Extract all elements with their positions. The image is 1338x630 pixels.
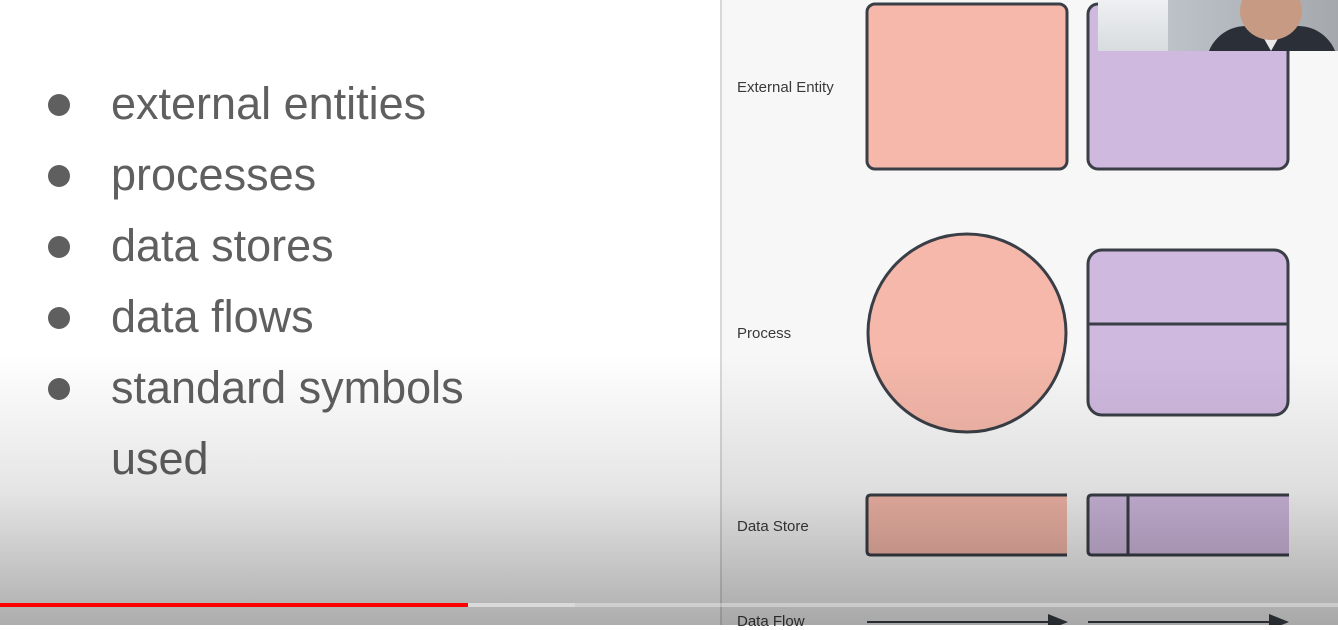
bullet-icon [48,378,70,400]
bullet-text: used [111,433,209,484]
process-circle-symbol [866,232,1068,434]
data-store-label: Data Store [737,518,809,535]
bullet-icon [48,165,70,187]
webcam-feed-icon [1098,0,1338,51]
external-entity-label: External Entity [737,79,834,96]
bullet-text: data stores [111,220,334,271]
bullet-text: processes [111,149,317,200]
process-rounded-rect-symbol [1086,248,1290,417]
data-store-split-rect-symbol [1086,493,1289,557]
video-progress-bar[interactable] [0,603,1338,607]
process-label: Process [737,325,792,342]
slide-text-panel: external entities processes data stores … [48,78,464,484]
video-played-bar [0,603,469,607]
slide-divider [720,0,722,625]
bullet-icon [48,307,70,329]
bullet-icon [48,236,70,258]
bullet-text: external entities [111,78,427,129]
bullet-icon [48,94,70,116]
external-entity-square-symbol [865,2,1069,171]
bullet-text: data flows [111,291,314,342]
data-store-open-rect-symbol [865,493,1067,557]
bullet-text: standard symbols [111,362,464,413]
webcam-background-window [1098,0,1168,51]
